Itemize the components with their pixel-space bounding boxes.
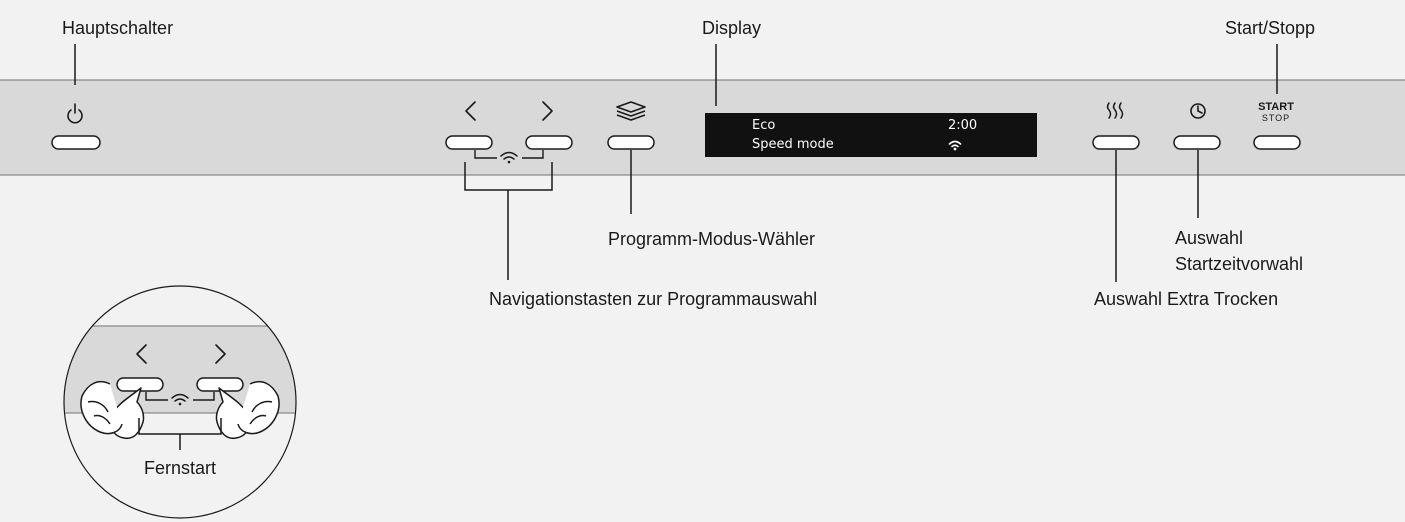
display-program: Eco [752,118,776,133]
label-navigation-keys: Navigationstasten zur Programmauswahl [489,289,818,309]
clock-icon [1190,103,1206,119]
start-stop-button[interactable] [1253,135,1301,150]
steam-icon [1106,102,1124,119]
label-main-switch: Hauptschalter [62,18,174,38]
nav-prev-button[interactable] [445,135,493,150]
label-delay-start-line1: Auswahl [1175,228,1244,248]
inset-chevron-left-icon [136,344,147,364]
label-remote-start: Fernstart [143,458,217,478]
program-mode-button[interactable] [607,135,655,150]
wifi-icon [500,151,518,164]
display-mode: Speed mode [752,137,834,152]
callout-lines [74,44,1278,282]
label-extra-dry: Auswahl Extra Trocken [1094,289,1279,309]
display-screen: Eco Speed mode 2:00 [705,113,1037,157]
layers-icon [616,101,646,121]
hand-icon [215,380,280,440]
inset-chevron-right-icon [215,344,226,364]
panel-strip [0,79,1405,176]
display-time: 2:00 [948,118,978,133]
display-wifi-icon [948,140,962,151]
inset-bracket [145,392,215,401]
hand-icon [80,380,145,440]
extra-dry-button[interactable] [1092,135,1140,150]
nav-next-button[interactable] [525,135,573,150]
inset-wifi-icon [171,393,189,406]
magnifier-inset [63,285,297,519]
power-button[interactable] [51,135,101,150]
chevron-left-icon [465,101,476,121]
label-display: Display [702,18,762,38]
remote-start-callout [138,418,222,450]
start-stop-icon-top: START [1258,101,1294,113]
label-delay-start-line2: Startzeitvorwahl [1175,254,1304,274]
start-stop-icon: START STOP [1258,102,1294,124]
power-icon [67,103,83,124]
label-program-mode-selector: Programm-Modus-Wähler [608,229,816,249]
start-stop-icon-bottom: STOP [1261,113,1291,123]
delay-start-button[interactable] [1173,135,1221,150]
chevron-right-icon [542,101,553,121]
label-start-stop: Start/Stopp [1225,18,1316,38]
remote-start-bracket [474,150,544,159]
